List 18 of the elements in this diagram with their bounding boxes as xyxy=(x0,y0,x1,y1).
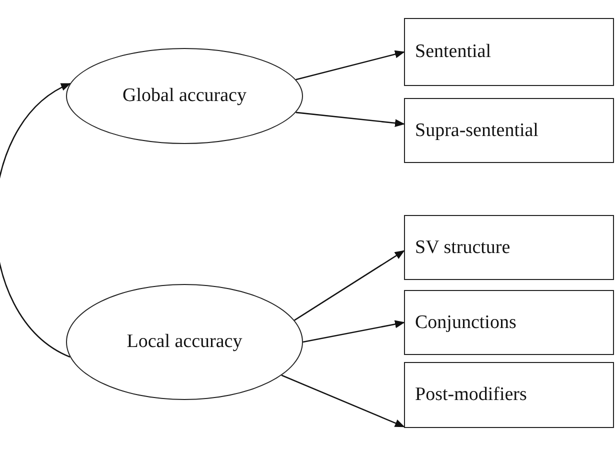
indicator-box xyxy=(404,215,614,280)
indicator-box xyxy=(404,362,614,428)
node-label: Post-modifiers xyxy=(415,384,527,406)
node-label: Conjunctions xyxy=(415,312,516,334)
node-label: SV structure xyxy=(415,236,510,258)
indicator-box xyxy=(404,98,614,163)
arrow xyxy=(281,374,405,428)
node-label: Supra-sentential xyxy=(415,120,538,142)
arrow xyxy=(0,83,71,358)
node-label: Local accuracy xyxy=(126,330,242,354)
arrow xyxy=(294,250,405,321)
indicator-box xyxy=(404,290,614,355)
arrow xyxy=(296,112,405,128)
arrow xyxy=(302,320,405,343)
node-label: Global accuracy xyxy=(122,84,246,108)
arrow xyxy=(296,50,405,80)
indicator-box xyxy=(404,18,614,86)
node-label: Sentential xyxy=(415,41,491,63)
